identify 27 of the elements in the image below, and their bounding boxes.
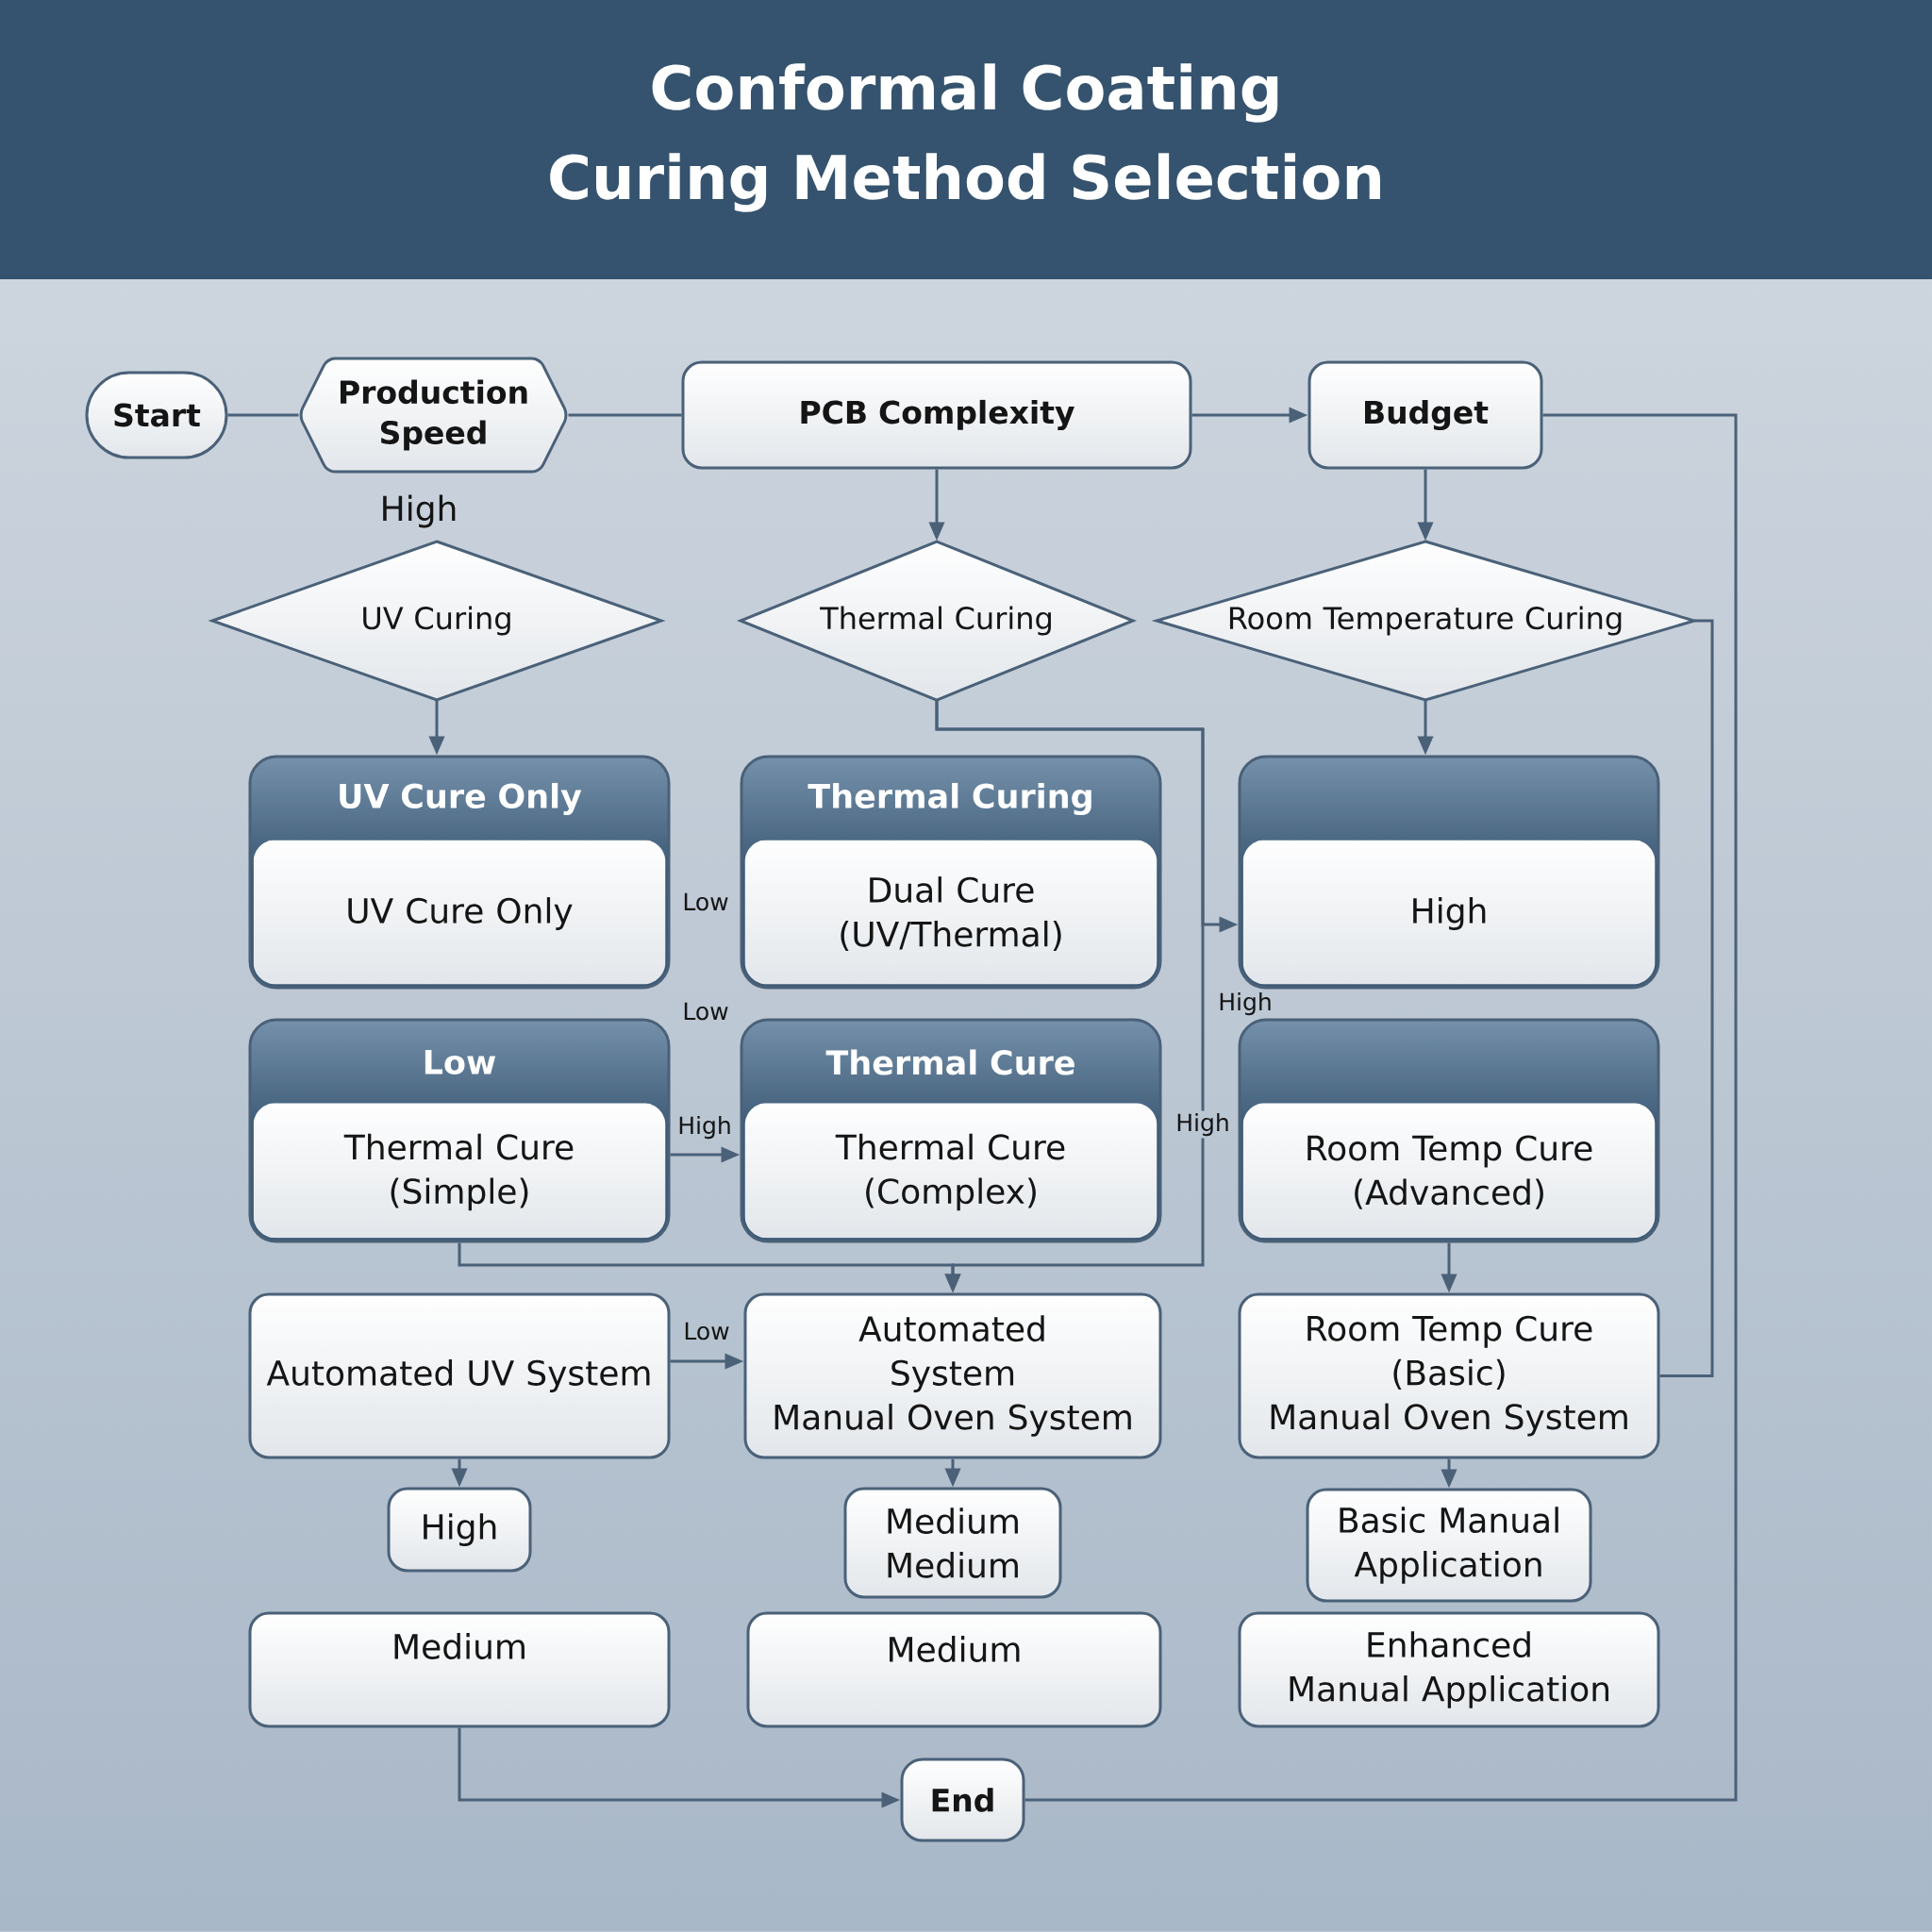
title-banner: Conformal Coating Curing Method Selection [0,0,1932,279]
hexagon-box: Production Speed [299,357,568,474]
terminal-box: End [900,1757,1025,1842]
process-box: Medium Medium [843,1487,1062,1599]
connector-line [1659,619,1714,1377]
card-body: Room Temp Cure (Advanced) [1307,1135,1592,1209]
process-box: Basic Manual Application [1306,1488,1592,1603]
process-box: PCB Complexity [681,360,1192,470]
connector-line [568,413,682,417]
process-box: High [387,1487,532,1573]
process-box: Medium [746,1611,1162,1728]
branch-label: Low [684,1002,728,1021]
connector-line [227,413,299,417]
process-box: Automated System Manual Oven System [743,1292,1162,1459]
branch-label: High [1220,991,1271,1016]
edge-label: Low [680,1320,733,1342]
branch-label: High [383,494,456,528]
connector-line [1024,413,1738,1802]
process-box: Automated UV System [248,1292,671,1459]
process-box: Budget [1307,360,1543,470]
card-body: High [1413,897,1486,930]
process-box: Enhanced Manual Application [1238,1611,1660,1728]
process-box: Medium [248,1611,671,1728]
branch-label: Low [684,892,728,911]
edge-label: High [1173,1110,1233,1139]
edge-label: High [675,1113,735,1141]
process-box: Room Temp Cure (Basic) Manual Oven System [1238,1292,1660,1459]
